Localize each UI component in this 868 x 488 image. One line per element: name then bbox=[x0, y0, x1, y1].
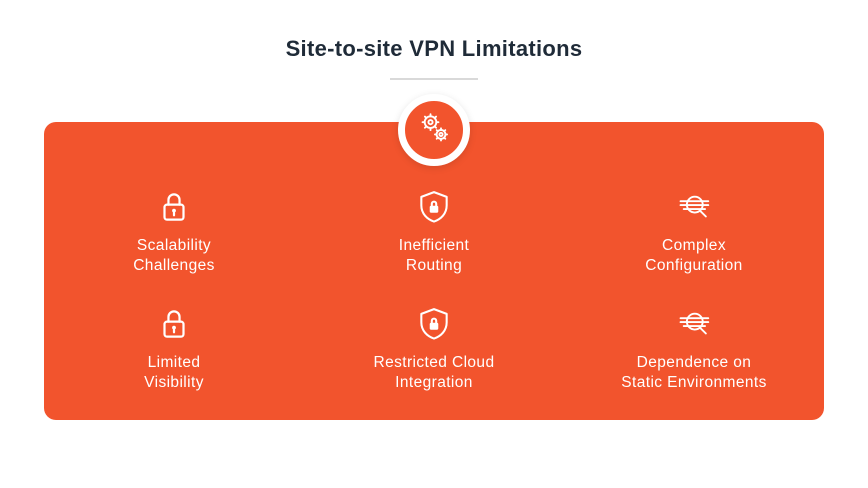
lock-icon bbox=[155, 305, 193, 343]
limitation-item-static-environments: Dependence on Static Environments bbox=[564, 305, 824, 394]
search-lines-icon bbox=[675, 188, 713, 226]
limitations-grid: Scalability Challenges Inefficient Routi… bbox=[44, 188, 824, 394]
limitation-label: Restricted Cloud Integration bbox=[373, 353, 495, 392]
limitation-label: Limited Visibility bbox=[144, 353, 204, 392]
shield-lock-icon bbox=[415, 188, 453, 226]
gears-icon bbox=[413, 107, 455, 154]
lock-icon bbox=[155, 188, 193, 226]
header-badge bbox=[398, 94, 470, 166]
limitation-item-scalability: Scalability Challenges bbox=[44, 188, 304, 277]
limitation-label: Dependence on Static Environments bbox=[621, 353, 767, 392]
badge-wrap bbox=[0, 94, 868, 166]
limitation-item-visibility: Limited Visibility bbox=[44, 305, 304, 394]
search-lines-icon bbox=[675, 305, 713, 343]
limitation-label: Inefficient Routing bbox=[398, 237, 470, 275]
limitation-label: Complex Configuration bbox=[645, 237, 743, 275]
title-divider bbox=[390, 78, 478, 80]
limitation-item-configuration: Complex Configuration bbox=[564, 188, 824, 277]
limitation-item-cloud: Restricted Cloud Integration bbox=[304, 305, 564, 394]
shield-lock-icon bbox=[415, 305, 453, 343]
limitation-item-routing: Inefficient Routing bbox=[304, 188, 564, 277]
limitations-panel: Scalability Challenges Inefficient Routi… bbox=[44, 122, 824, 420]
page-title: Site-to-site VPN Limitations bbox=[285, 36, 583, 61]
limitation-label: Scalability Challenges bbox=[133, 237, 215, 275]
